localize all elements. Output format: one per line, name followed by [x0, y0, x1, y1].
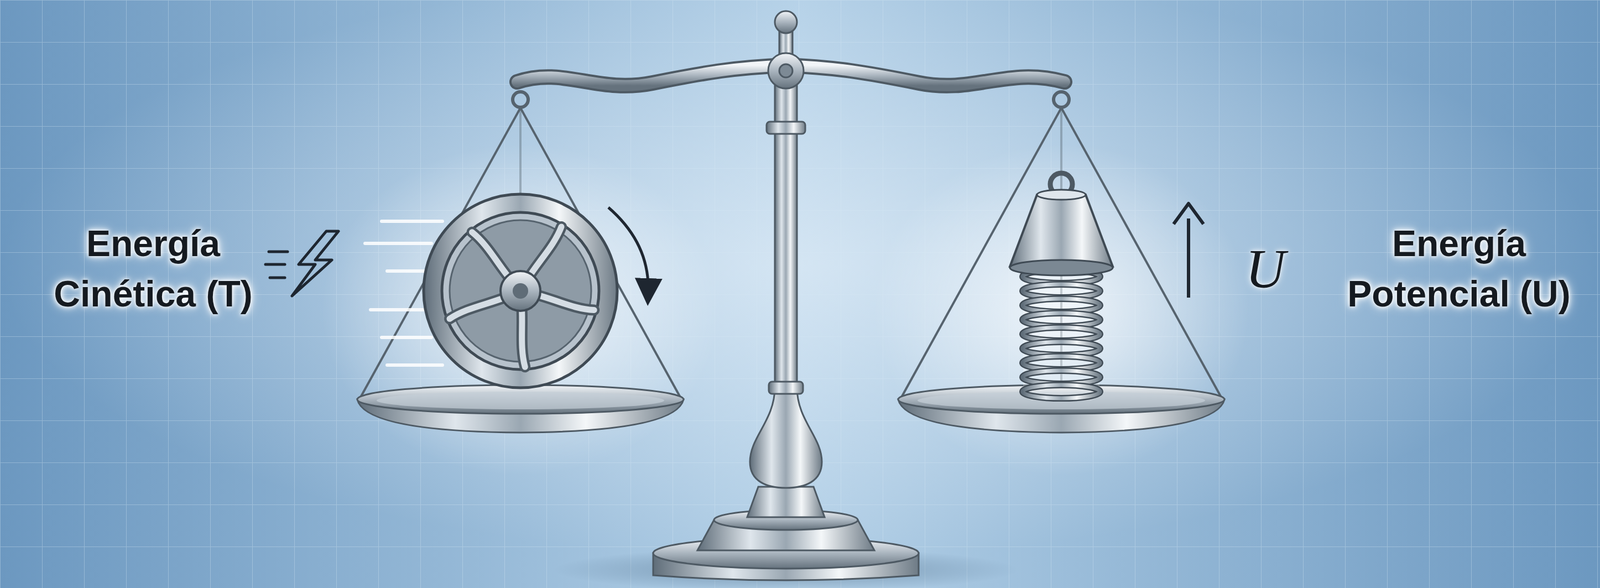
- left-pan: [376, 391, 665, 410]
- rotation-arrow: [608, 207, 649, 293]
- scale-beam: [1053, 91, 1070, 108]
- scale-stand: [766, 121, 806, 134]
- scale-beam: [512, 91, 529, 108]
- energy-label: Energía Cinética (T): [37, 218, 270, 320]
- light-glow: [873, 143, 1250, 476]
- left-pan: [357, 384, 684, 433]
- weight: [1009, 173, 1113, 276]
- energy-bolt-icon: [265, 231, 339, 296]
- scale-beam: [774, 11, 797, 34]
- weight: [1009, 259, 1113, 276]
- scale-beam: [779, 64, 793, 78]
- weight: [1036, 189, 1086, 200]
- energy-bolt-icon: [265, 263, 285, 267]
- wheel-spoke: [449, 226, 594, 367]
- scale-stand: [749, 387, 822, 488]
- scale-stand: [768, 381, 804, 394]
- energy-bolt-icon: [269, 276, 285, 280]
- scale-stand: [653, 82, 919, 581]
- scale-stand: [747, 486, 825, 518]
- symbol-label: U: [1232, 241, 1299, 297]
- compressed-spring: [1022, 384, 1101, 399]
- flywheel: [441, 212, 599, 370]
- compressed-spring: [1022, 269, 1101, 401]
- motion-lines: [381, 219, 443, 223]
- flywheel: [423, 194, 618, 388]
- energy-bolt-icon: [268, 250, 288, 254]
- motion-lines: [365, 241, 432, 246]
- flywheel: [423, 194, 618, 388]
- motion-lines: [381, 335, 432, 340]
- scale-beam: [512, 11, 1070, 108]
- flywheel: [500, 270, 541, 311]
- up-arrow: [1186, 218, 1191, 298]
- flywheel: [512, 283, 529, 299]
- up-arrow: [1173, 203, 1204, 298]
- compressed-spring: [1022, 384, 1101, 399]
- scale-beam: [768, 53, 804, 89]
- motion-lines: [387, 363, 443, 367]
- energy-label: Energía Potencial (U): [1326, 218, 1592, 320]
- energy-bolt-icon: [292, 231, 339, 296]
- motion-lines: [370, 308, 426, 312]
- up-arrow: [1173, 203, 1204, 224]
- compressed-spring: [1023, 269, 1100, 401]
- pan-chains: [360, 107, 1222, 398]
- motion-lines: [387, 269, 426, 273]
- left-pan: [357, 384, 684, 414]
- light-glow: [321, 143, 720, 476]
